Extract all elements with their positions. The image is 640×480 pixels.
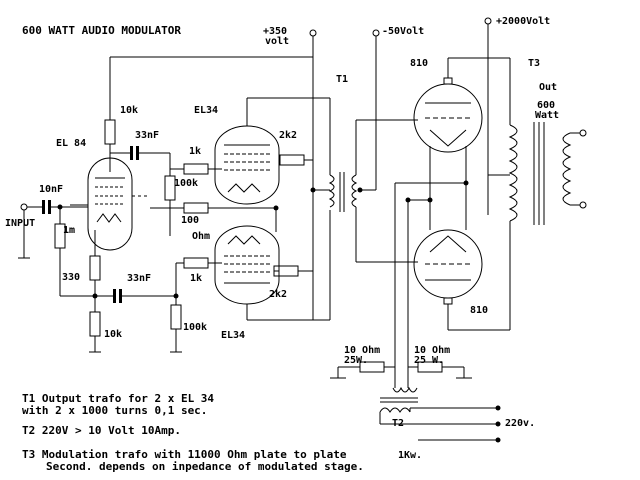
resistor-2k2-top [279,154,313,166]
note-line-1: T1 Output trafo for 2 x EL 34 [22,392,214,405]
filament-wiring [394,160,469,388]
tube-el34-bottom [214,208,330,321]
mains-terminals[interactable] [495,405,501,443]
transformer-t1 [310,98,418,320]
resistor-100-ohm [150,202,279,214]
tube-810-bottom-label: 810 [470,305,488,316]
resistor-2k2-bottom-label: 2k2 [269,289,287,300]
resistor-100k-bottom [170,263,182,353]
tube-el84-label: EL 84 [56,138,86,149]
resistor-100k-bottom-label: 100k [183,322,207,333]
resistor-1k-top-label: 1k [189,146,201,157]
transformer-t2 [379,386,498,441]
resistor-10ohm-right [408,361,472,379]
tube-el34-top-label: EL34 [194,105,218,116]
capacitor-33nf-bottom [95,289,179,303]
supply-plus2000-label: +2000Volt [496,16,550,27]
output-power-unit: Watt [535,110,559,121]
transformer-t1-label: T1 [336,74,348,85]
resistor-2k2-top-label: 2k2 [279,130,297,141]
output-label: Out [539,82,557,93]
note-line-3: T2 220V > 10 Volt 10Amp. [22,424,181,437]
resistor-10ohm-left-value: 10 Ohm [344,345,380,356]
resistor-10k-bottom-label: 10k [104,329,122,340]
resistor-10ohm-left [330,361,395,379]
resistor-2k2-bottom [273,265,313,277]
input-terminal[interactable] [18,203,42,259]
output-power-value: 600 [537,100,555,111]
resistor-10ohm-right-value: 10 Ohm [414,345,450,356]
tube-el34-top [214,97,330,205]
note-line-2: with 2 x 1000 turns 0,1 sec. [22,404,207,417]
output-terminals[interactable] [579,129,587,209]
resistor-1m-label: 1m [63,225,75,236]
resistor-10ohm-right-power: 25 W. [414,355,444,366]
resistor-10k-bottom [89,296,101,353]
resistor-330-label: 330 [62,272,80,283]
resistor-100k-pot [164,169,176,236]
resistor-100-unit: Ohm [192,231,210,242]
tube-810-top-label: 810 [410,58,428,69]
terminal-minus50 [360,29,380,191]
note-line-4: T3 Modulation trafo with 11000 Ohm plate… [22,448,347,461]
capacitor-33nf-top-label: 33nF [135,130,159,141]
mains-voltage-label: 220v. [505,418,535,429]
transformer-t3 [488,57,580,330]
terminal-plus2000 [484,17,510,215]
resistor-100k-pot-label: 100k [174,178,198,189]
tube-el84 [70,157,150,251]
supply-minus50-label: -50Volt [382,26,424,37]
note-line-5: Second. depends on inpedance of modulate… [46,460,364,473]
resistor-1k-top [183,163,222,175]
capacitor-10nf-label: 10nF [39,184,63,195]
transformer-t3-label: T3 [528,58,540,69]
resistor-10ohm-left-power: 25W. [344,355,368,366]
capacitor-33nf-bottom-label: 33nF [127,273,151,284]
supply-plus350-unit: volt [265,36,289,47]
resistor-100-label: 100 [181,215,199,226]
diagram-title: 600 WATT AUDIO MODULATOR [22,24,181,37]
resistor-330 [89,230,101,299]
resistor-1k-bottom-label: 1k [190,273,202,284]
resistor-10k-plate-label: 10k [120,105,138,116]
input-label: INPUT [5,218,35,229]
tube-810-bottom [413,229,510,331]
power-rating-label: 1Kw. [398,450,422,461]
terminal-plus350 [309,29,317,320]
tube-810-top [413,57,488,160]
capacitor-33nf-top [110,146,184,170]
capacitor-10nf [42,200,88,214]
resistor-1m [54,207,95,297]
supply-plus350-label: +350 [263,26,287,37]
tube-el34-bottom-label: EL34 [221,330,245,341]
